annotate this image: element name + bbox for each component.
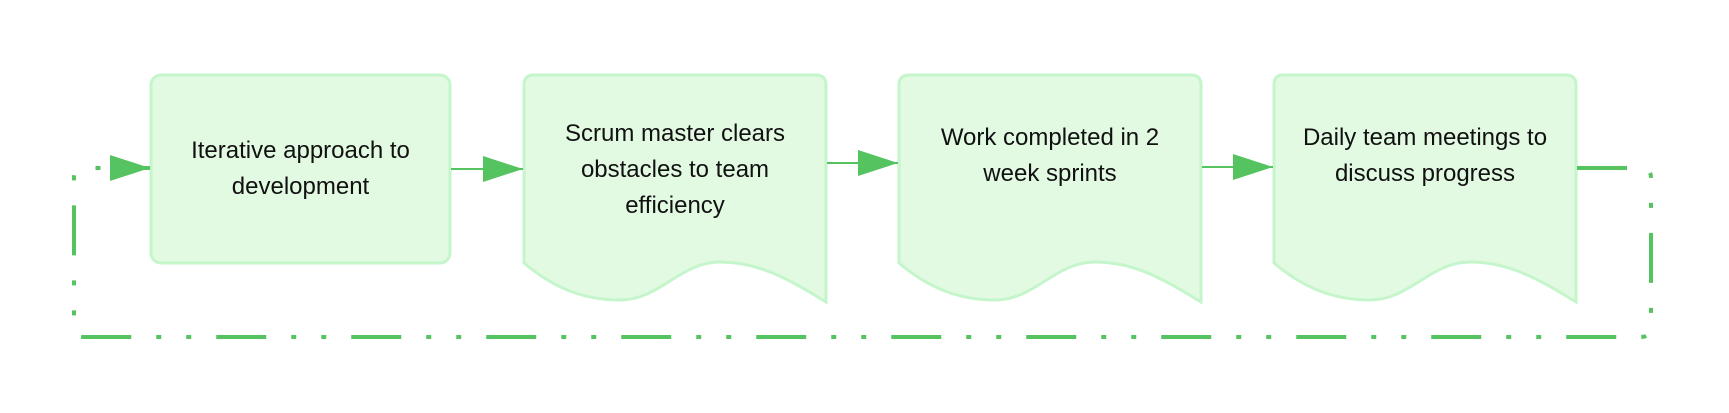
- node-n1-shape[interactable]: [149, 73, 452, 265]
- node-n3-label: Work completed in 2 week sprints: [915, 96, 1185, 216]
- node-n2-shape[interactable]: [522, 73, 828, 305]
- node-n2-label: Scrum master clears obstacles to team ef…: [540, 96, 810, 244]
- node-n4-text: Daily team meetings to discuss progress: [1302, 124, 1548, 187]
- node-n3-shape[interactable]: [897, 73, 1203, 305]
- edge-n4-n1-loop: [72, 155, 1653, 339]
- node-n1-text: Iterative approach to development: [191, 137, 410, 200]
- node-n1-label: Iterative approach to development: [170, 75, 431, 263]
- node-n3-text: Work completed in 2 week sprints: [940, 124, 1160, 187]
- node-n4-label: Daily team meetings to discuss progress: [1284, 96, 1566, 216]
- node-n4-shape[interactable]: [1272, 73, 1578, 305]
- node-n2-text: Scrum master clears obstacles to team ef…: [564, 120, 786, 219]
